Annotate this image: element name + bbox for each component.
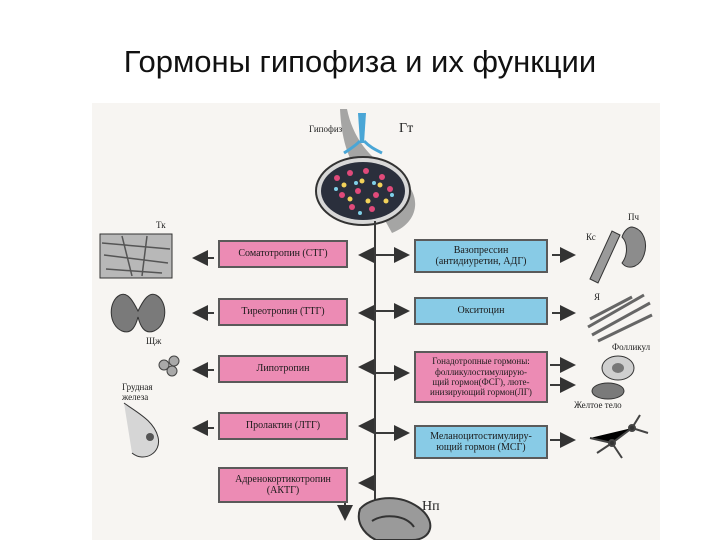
mammary-gland-illustration — [123, 402, 160, 458]
hormone-box-vasopressin: Вазопрессин (антидиуретин, АДГ) — [414, 239, 548, 273]
neurohypophysis-label: Нп — [422, 499, 440, 514]
diagram-graphics — [99, 109, 653, 540]
hormone-label: Соматотропин (СТГ) — [238, 248, 328, 260]
hormone-label-line1: Адренокортикотропин — [235, 473, 331, 485]
mammary-label-line1: Грудная — [122, 382, 153, 392]
hormone-box-somatotropin: Соматотропин (СТГ) — [218, 240, 348, 268]
mammary-label-line2: железа — [122, 391, 149, 402]
pituitary-hormones-diagram: Гипофиз Гт Нп Соматотропин (СТГ) Тиреотр… — [92, 103, 660, 540]
pituitary-stalk — [343, 113, 383, 155]
follicle-illustration — [591, 355, 635, 400]
hormone-label: Окситоцин — [457, 305, 505, 317]
hormone-box-thyrotropin: Тиреотропин (ТТГ) — [218, 298, 348, 326]
hormone-box-gonadotropins: Гонадотропные гормоны: фолликулостимулир… — [414, 351, 548, 403]
hormone-label-line4: инизирующий гормон(ЛГ) — [430, 387, 532, 398]
hormone-label: Пролактин (ЛТГ) — [245, 420, 321, 432]
hypothalamus-label: Гт — [399, 121, 414, 136]
hormone-label-line2: фолликулостимулирую- — [434, 366, 528, 377]
hormone-label-line1: Гонадотропные гормоны: — [432, 356, 530, 367]
hormone-label-line1: Меланоцитостимулиру- — [430, 430, 532, 442]
smooth-muscle-illustration — [587, 293, 653, 343]
thyroid-label: Щж — [146, 336, 162, 346]
vessel-label: Кс — [586, 232, 596, 242]
uterus-label: Я — [594, 292, 601, 302]
hormone-label-line2: (антидиуретин, АДГ) — [435, 256, 527, 267]
neurohypophysis-shape — [357, 497, 432, 540]
hormone-box-lipotropin: Липотропин — [218, 355, 348, 383]
melanocyte-illustration — [589, 414, 649, 459]
lipid-cells-illustration — [158, 355, 180, 377]
follicle-label: Фолликул — [612, 342, 651, 352]
hormone-label: Липотропин — [256, 363, 310, 375]
mammary-label: Грудная железа — [122, 382, 153, 403]
hormone-box-msh: Меланоцитостимулиру- ющий гормон (МСГ) — [414, 425, 548, 459]
hormone-label-line3: щий гормон(ФСГ), люте- — [432, 377, 530, 387]
connector-lines — [192, 221, 576, 521]
tissue-illustration — [99, 233, 173, 279]
tissue-label: Тк — [156, 220, 166, 230]
hormone-label-line2: ющий гормон (МСГ) — [436, 442, 526, 453]
slide-title: Гормоны гипофиза и их функции — [123, 44, 597, 79]
hormone-box-acth: Адренокортикотропин (АКТГ) — [218, 467, 348, 503]
hormone-label-line2: (АКТГ) — [266, 485, 300, 496]
pituitary-label: Гипофиз — [309, 124, 343, 134]
vessel-illustration — [589, 230, 621, 284]
kidney-illustration — [621, 226, 646, 268]
corpus-luteum-label: Желтое тело — [574, 400, 622, 410]
kidney-label: Пч — [628, 212, 640, 222]
hormone-label: Тиреотропин (ТТГ) — [241, 306, 325, 318]
hormone-box-oxytocin: Окситоцин — [414, 297, 548, 325]
thyroid-illustration — [110, 293, 166, 333]
pituitary-gland — [315, 156, 411, 226]
hormone-box-prolactin: Пролактин (ЛТГ) — [218, 412, 348, 440]
hormone-label-line1: Вазопрессин — [453, 244, 509, 256]
